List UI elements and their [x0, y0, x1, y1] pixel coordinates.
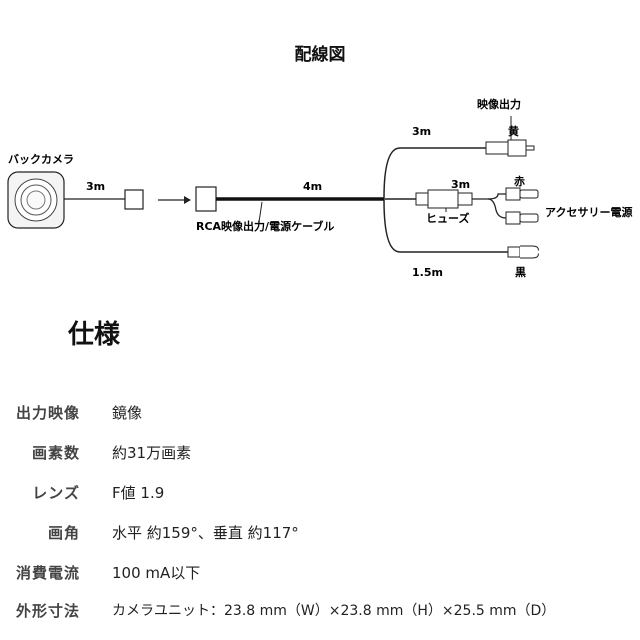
label-video-branch-len: 3m: [412, 125, 431, 138]
label-ground-len: 1.5m: [412, 266, 443, 279]
spec-label: 画角: [47, 524, 80, 542]
label-main-cable-len: 4m: [303, 180, 322, 193]
label-video-output: 映像出力: [477, 97, 521, 111]
ground-branch: [383, 199, 508, 253]
spec-title: 仕様: [68, 320, 121, 350]
spec-row: 外形寸法 カメラユニット：23.8 mm（W）×23.8 mm（H）×25.5 …: [0, 600, 640, 624]
spec-value: 水平 約159°、垂直 約117°: [112, 524, 299, 542]
label-fuse-branch-len: 3m: [451, 178, 470, 191]
diagram-title: 配線図: [294, 45, 346, 65]
spec-value: F値 1.9: [112, 484, 165, 502]
spec-row: 出力映像 鏡像: [0, 402, 640, 426]
rca-plug-icon: [485, 116, 535, 157]
ground-lug-icon: [507, 245, 540, 259]
label-yellow: 黄: [508, 124, 519, 138]
label-back-camera: バックカメラ: [8, 153, 74, 166]
spec-row: レンズ F値 1.9: [0, 482, 640, 506]
spec-row: 画角 水平 約159°、垂直 約117°: [0, 522, 640, 546]
connect-arrow-icon: [158, 196, 191, 204]
label-fuse: ヒューズ: [426, 211, 469, 225]
spec-label: 外形寸法: [15, 602, 80, 620]
spec-label: 消費電流: [15, 564, 80, 582]
spec-label: 出力映像: [15, 404, 80, 422]
back-camera-icon: [7, 171, 65, 229]
label-black: 黒: [515, 266, 526, 279]
accessory-terminal-icon: [505, 187, 539, 225]
spec-value: 約31万画素: [112, 444, 192, 462]
label-camera-cable-len: 3m: [86, 180, 105, 193]
spec-value: 鏡像: [112, 404, 143, 422]
spec-label: レンズ: [32, 484, 80, 502]
spec-value: カメラユニット：23.8 mm（W）×23.8 mm（H）×25.5 mm（D）: [112, 603, 556, 619]
spec-value: 100 mA以下: [112, 564, 201, 582]
video-branch: [383, 147, 486, 199]
wiring-diagram: バックカメラ 3m 4m RCA映像出力/電源ケーブル 3m 映像出力 黄 3m…: [7, 97, 632, 279]
label-accessory-power: アクセサリー電源: [545, 205, 632, 219]
spec-row: 消費電流 100 mA以下: [0, 562, 640, 586]
fuse-holder-icon: [415, 189, 473, 212]
camera-connector: [124, 189, 144, 210]
label-red: 赤: [514, 174, 525, 188]
spec-label: 画素数: [31, 444, 80, 462]
main-connector: [195, 186, 217, 212]
label-main-cable-name: RCA映像出力/電源ケーブル: [196, 219, 334, 233]
spec-row: 画素数 約31万画素: [0, 442, 640, 466]
